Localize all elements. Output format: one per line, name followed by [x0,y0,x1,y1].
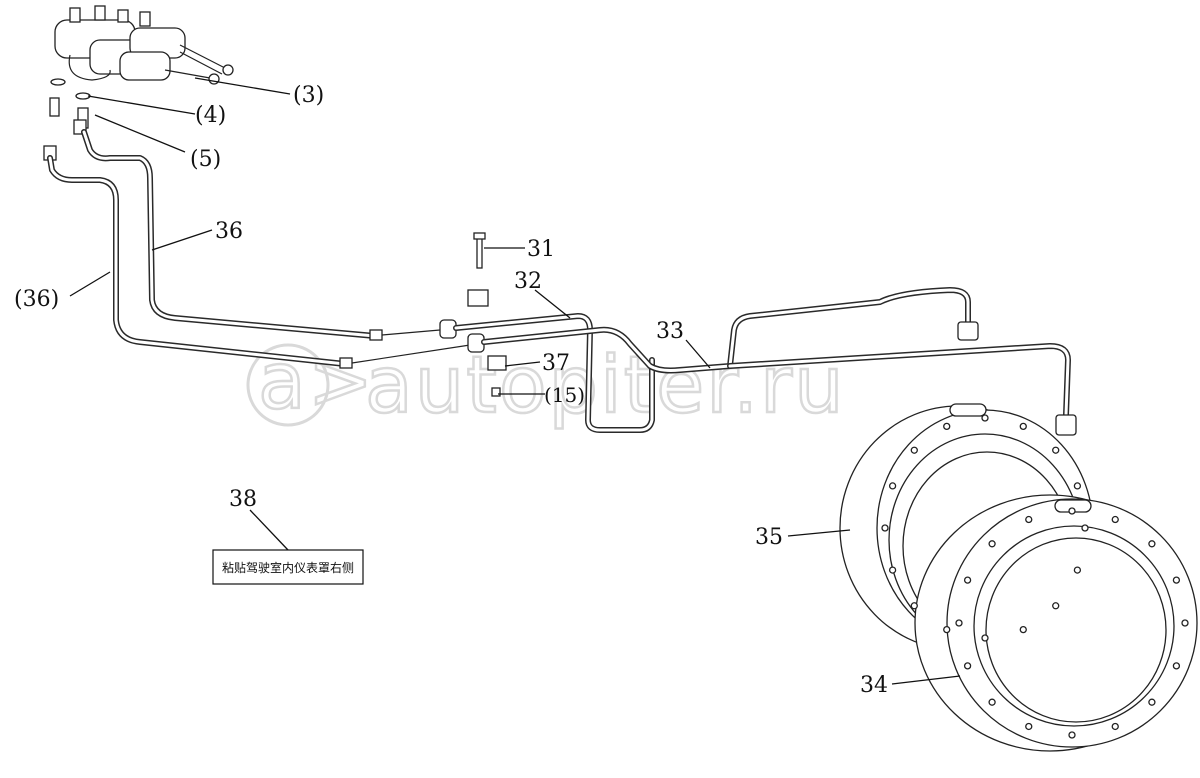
callout-3: (3) [293,83,324,108]
bolt-hole [1148,698,1156,706]
pipe-36 [47,129,471,369]
ring-34 [914,494,1198,752]
bolt-hole [955,619,963,627]
bolt-hole [1181,619,1189,627]
sticker-text: 粘贴驾驶室内仪表罩右侧 [222,560,354,575]
bolt-hole [963,662,972,670]
bolt-hole [943,422,951,431]
bolt-hole [1068,507,1076,515]
pipe-32-33 [453,287,1077,436]
connectors-middle [439,232,507,397]
bolt-hole [1019,422,1027,431]
bolt-hole [1172,576,1181,584]
callout-36: 36 [215,219,243,244]
bolt-hole [988,540,996,548]
bolt-hole [943,625,951,634]
callout-5: (5) [190,147,221,172]
callout-36-paren: (36) [14,287,59,312]
callout-37: 37 [542,351,570,376]
bolt-hole [910,446,918,454]
bolt-hole [1025,515,1033,524]
bolt-hole [1111,515,1119,524]
bolt-hole [1025,722,1033,731]
bolt-hole [1052,602,1060,610]
ring-34-bolt-holes [955,507,1189,739]
watermark-text: autopiter.ru [365,341,846,431]
bolt-hole [1148,540,1156,548]
bolt-hole [1073,566,1082,574]
callout-15: (15) [544,383,585,407]
valve-assembly [54,5,234,85]
watermark: a> autopiter.ru [246,336,846,432]
callout-34: 34 [860,673,888,698]
callout-4: (4) [195,103,226,128]
bolt-hole [1019,625,1027,634]
sticker-38: 粘贴驾驶室内仪表罩右侧 [212,549,364,585]
callout-33: 33 [656,319,684,344]
ring-35-bolt-holes [881,414,1089,642]
leader-lines [69,77,961,685]
bolt-hole [1073,482,1082,490]
bolt-hole [1172,662,1181,670]
bolt-hole [888,566,897,574]
bolt-hole [988,698,996,706]
bolt-hole [963,576,972,584]
callout-32: 32 [514,269,542,294]
callout-labels: (3) (4) (5) 36 (36) 31 32 33 37 (15) 38 … [14,83,888,698]
bolt-hole [1111,722,1119,731]
bolt-hole [1081,524,1089,532]
callout-31: 31 [527,237,555,262]
fittings-left [43,78,91,161]
callout-35: 35 [755,525,783,550]
callout-38: 38 [229,487,257,512]
bolt-hole [981,414,989,422]
bolt-hole [1068,731,1076,739]
svg-text:a>: a> [258,337,375,427]
bolt-hole [888,482,897,490]
bolt-hole [910,602,918,610]
bolt-hole [981,634,989,642]
bolt-hole [881,524,889,532]
bolt-hole [1052,446,1060,454]
